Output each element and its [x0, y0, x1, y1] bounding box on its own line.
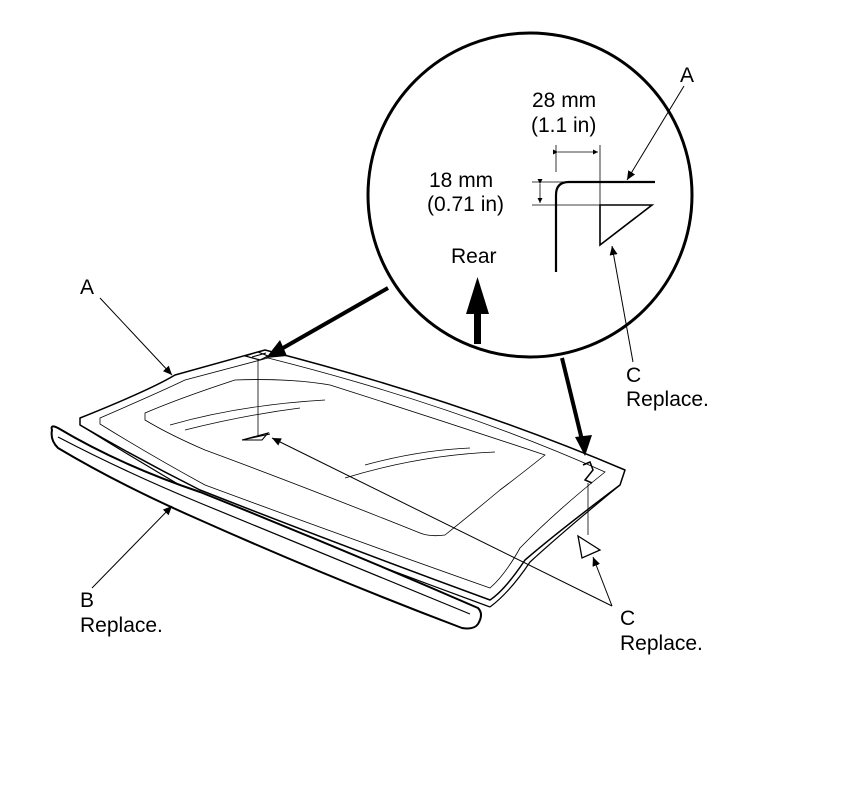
label-b: B [80, 589, 94, 612]
weatherstrip-b [50, 425, 482, 630]
label-dim-width-mm: 28 mm [532, 89, 596, 112]
label-c-detail-note: Replace. [626, 388, 709, 411]
leader-a-main [99, 297, 173, 376]
detail-pointer-arrowhead-rear [575, 435, 592, 456]
label-a-main: A [80, 276, 94, 299]
leader-c-detail [609, 245, 634, 363]
dimension-width [553, 145, 601, 205]
leader-a-detail [626, 85, 685, 181]
leader-c-main-rear [592, 556, 613, 607]
clip-c-rear [577, 534, 602, 559]
detail-clip-triangle [599, 204, 655, 247]
label-a-detail: A [680, 64, 694, 87]
detail-pointer-arrow-rear [560, 357, 584, 441]
label-dim-height-in: (0.71 in) [427, 193, 504, 216]
rear-direction-arrow [466, 277, 489, 344]
rear-clip-mark [582, 461, 594, 484]
leader-b [91, 505, 173, 589]
detail-pointer-arrowhead-front [266, 340, 287, 358]
label-b-note: Replace. [80, 614, 163, 637]
label-c-main-note: Replace. [620, 632, 703, 655]
clip-c-front [241, 432, 271, 441]
label-c-detail: C [626, 364, 641, 387]
label-c-main: C [620, 607, 635, 630]
leader-c-main-front [271, 437, 613, 607]
label-rear: Rear [451, 245, 497, 268]
label-dim-width-in: (1.1 in) [531, 114, 596, 137]
detail-pointer-arrow-front [275, 286, 389, 354]
detail-magnifier-circle [366, 31, 694, 359]
dimension-height [532, 179, 600, 206]
label-dim-height-mm: 18 mm [429, 169, 493, 192]
detail-panel-edge [554, 180, 655, 272]
